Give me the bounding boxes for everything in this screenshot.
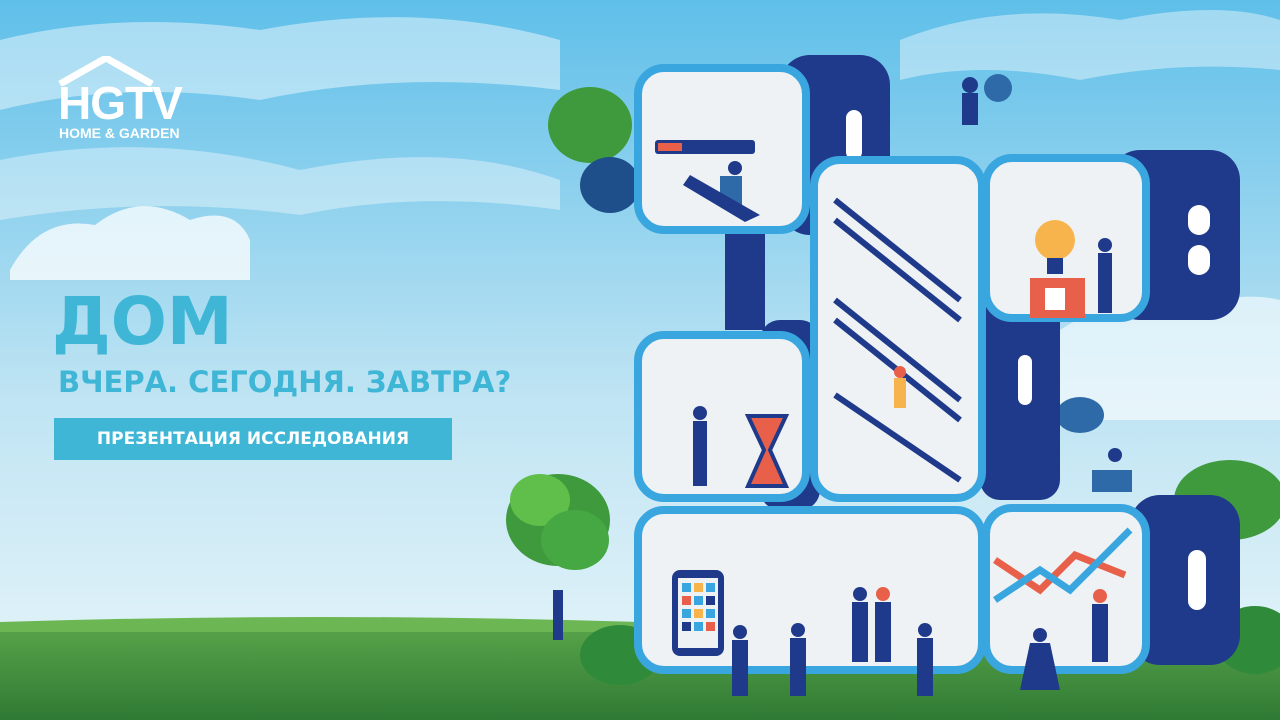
presentation-badge: ПРЕЗЕНТАЦИЯ ИССЛЕДОВАНИЯ	[54, 418, 452, 460]
people	[693, 74, 1132, 696]
logo-tagline: HOME & GARDEN	[59, 125, 180, 141]
hgtv-logo: HGTV HOME & GARDEN	[56, 56, 208, 146]
logo-brand: HGTV	[58, 77, 183, 129]
clouds	[0, 10, 1280, 420]
tree-upper-left	[548, 87, 640, 213]
roof-icon	[58, 56, 154, 86]
stairs	[833, 197, 962, 483]
page-title: ДОМ	[52, 283, 233, 360]
room-contents	[655, 140, 1133, 656]
page-subtitle: ВЧЕРА. СЕГОДНЯ. ЗАВТРА?	[58, 365, 512, 399]
